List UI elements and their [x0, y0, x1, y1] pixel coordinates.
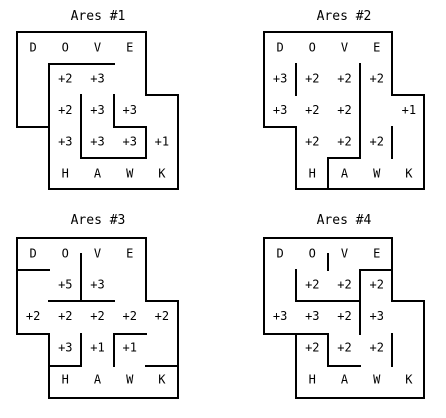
cell-value: +2: [337, 309, 351, 323]
cell-value: +2: [369, 341, 383, 355]
cell-letter: O: [309, 41, 316, 55]
cell-value: +2: [305, 72, 319, 86]
cell-letter: E: [126, 247, 133, 261]
cell-value: +2: [305, 278, 319, 292]
cell-letter: O: [62, 247, 69, 261]
cell-letter: K: [405, 167, 413, 181]
cell-value: +2: [337, 135, 351, 149]
cell-value: +2: [155, 309, 169, 323]
puzzle-ares-2: Ares #2 D O V E +3 +2 +2 +2 +3 +2 +2 +1 +2 +2 +2H A W K: [263, 9, 425, 190]
puzzle-title: Ares #1: [71, 9, 126, 24]
cell-letter: O: [309, 247, 316, 261]
cell-value: +3: [122, 135, 136, 149]
cell-value: +1: [90, 341, 104, 355]
cell-value: +2: [369, 72, 383, 86]
cell-letter: E: [126, 41, 133, 55]
cell-letter: H: [62, 167, 69, 181]
cell-value: +1: [122, 341, 136, 355]
cell-value: +3: [273, 103, 287, 117]
cell-letter: K: [158, 167, 166, 181]
cell-value: +3: [90, 72, 104, 86]
cell-letter: V: [341, 41, 348, 55]
cell-value: +3: [58, 341, 72, 355]
cell-letter: D: [276, 41, 283, 55]
cell-value: +2: [58, 72, 72, 86]
cell-value: +2: [369, 135, 383, 149]
cell-letter: H: [309, 167, 316, 181]
cell-value: +3: [369, 309, 383, 323]
cell-value: +3: [122, 103, 136, 117]
cell-letter: W: [373, 167, 381, 181]
cell-value: +2: [90, 309, 104, 323]
cell-letter: W: [126, 167, 134, 181]
cell-value: +2: [337, 278, 351, 292]
cell-letter: H: [62, 373, 69, 387]
cell-value: +1: [155, 135, 169, 149]
cell-value: +2: [26, 309, 40, 323]
cell-value: +3: [305, 309, 319, 323]
cell-letter: D: [29, 41, 36, 55]
cell-letter: K: [405, 373, 413, 387]
cell-value: +2: [337, 103, 351, 117]
cell-value: +3: [90, 103, 104, 117]
cell-letter: V: [341, 247, 348, 261]
cell-letter: A: [341, 167, 349, 181]
cell-letter: V: [94, 41, 101, 55]
cell-value: +3: [90, 135, 104, 149]
puzzle-ares-1: Ares #1 D O V E +2 +3 +2 +3 +3 +3 +3 +3 +1H A W K: [16, 9, 179, 190]
cell-letter: W: [126, 373, 134, 387]
cell-letter: A: [94, 167, 102, 181]
cell-letter: D: [29, 247, 36, 261]
cell-letter: K: [158, 373, 166, 387]
cell-value: +3: [273, 72, 287, 86]
cell-value: +5: [58, 278, 72, 292]
cell-value: +2: [305, 103, 319, 117]
cell-value: +3: [58, 135, 72, 149]
puzzle-ares-3: Ares #3 D O V E +5 +3 +2 +2 +2 +2 +2 +3 +1 +1H A W K: [16, 213, 179, 399]
cell-letter: E: [373, 41, 380, 55]
cell-letter: D: [276, 247, 283, 261]
cell-value: +2: [305, 135, 319, 149]
cell-value: +3: [90, 278, 104, 292]
cell-value: +2: [305, 341, 319, 355]
cell-letter: V: [94, 247, 101, 261]
puzzle-title: Ares #2: [317, 9, 372, 24]
cell-letter: H: [309, 373, 316, 387]
cell-letter: O: [62, 41, 69, 55]
puzzle-ares-4: Ares #4 D O V E +2 +2 +2 +3 +3 +2 +3 +2 +2 +2H A W K: [263, 213, 425, 399]
cell-value: +2: [58, 103, 72, 117]
cell-letter: E: [373, 247, 380, 261]
cell-value: +2: [337, 341, 351, 355]
cell-letter: W: [373, 373, 381, 387]
cell-value: +2: [58, 309, 72, 323]
puzzle-title: Ares #3: [71, 213, 126, 228]
cell-letter: A: [341, 373, 349, 387]
cell-value: +2: [122, 309, 136, 323]
cell-value: +3: [273, 309, 287, 323]
cell-value: +1: [402, 103, 416, 117]
puzzle-title: Ares #4: [317, 213, 372, 228]
cell-value: +2: [369, 278, 383, 292]
cell-letter: A: [94, 373, 102, 387]
cell-value: +2: [337, 72, 351, 86]
